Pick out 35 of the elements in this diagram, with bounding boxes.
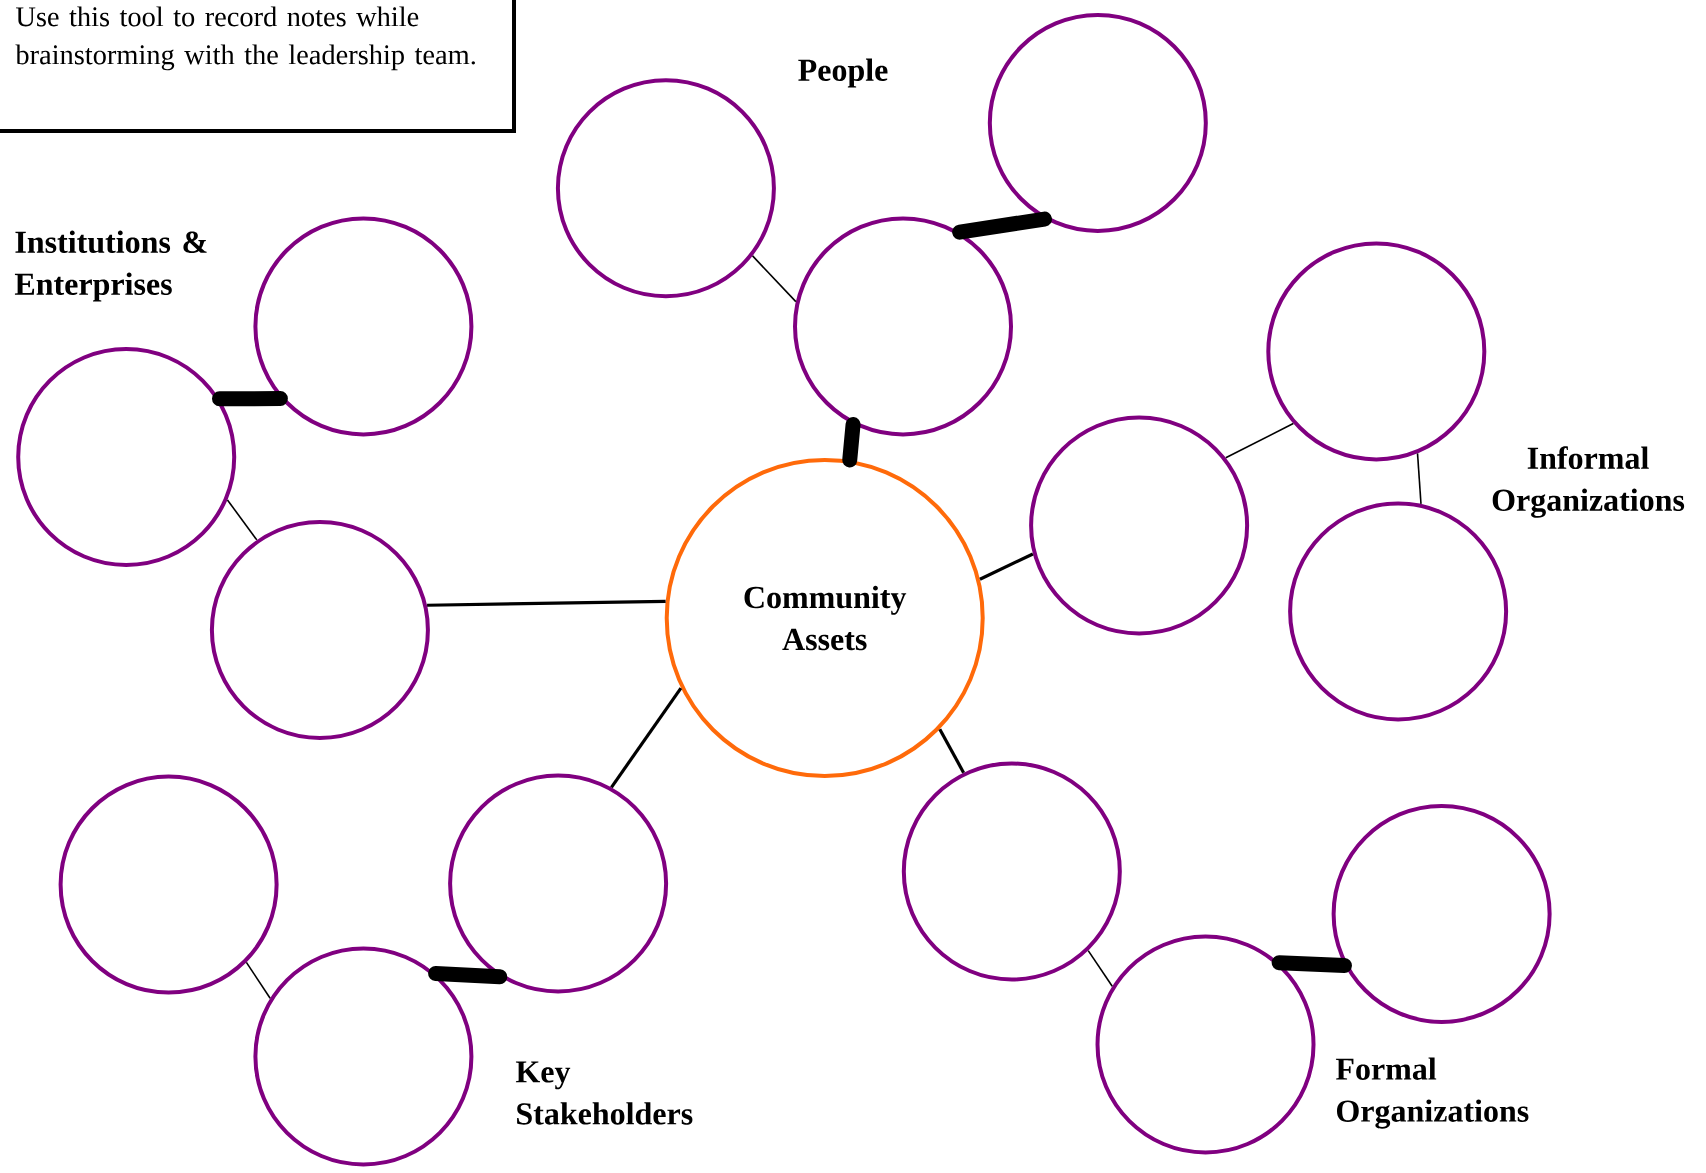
empty-circle xyxy=(448,773,669,994)
connector xyxy=(610,687,683,789)
connector xyxy=(245,961,271,1000)
connector xyxy=(1087,949,1114,987)
connector xyxy=(1416,452,1422,505)
empty-circle xyxy=(1095,934,1316,1155)
empty-circle xyxy=(16,347,237,567)
empty-circle xyxy=(253,946,474,1167)
connector xyxy=(952,211,1052,240)
empty-circle xyxy=(1331,803,1552,1024)
empty-circle xyxy=(209,520,430,740)
empty-circle xyxy=(555,78,776,299)
empty-circle xyxy=(901,761,1122,982)
group-label: Informal Organizations xyxy=(1492,446,1685,518)
empty-circle xyxy=(253,216,474,437)
empty-circle xyxy=(58,774,279,995)
empty-circle xyxy=(987,12,1208,233)
connector xyxy=(842,416,861,468)
group-label: Key Stakeholders xyxy=(515,1061,693,1125)
connector xyxy=(1271,955,1352,974)
connector xyxy=(212,391,288,407)
connector xyxy=(1225,422,1295,459)
connector xyxy=(751,255,797,303)
group-label: People xyxy=(798,58,888,88)
group-label: Formal Organizations xyxy=(1335,1057,1529,1129)
connector xyxy=(938,728,965,774)
note-box: Use this tool to record notes while brainstorming with the leadership team. xyxy=(0,0,516,133)
empty-circle xyxy=(1029,415,1250,636)
empty-circle xyxy=(1266,241,1487,462)
connector xyxy=(226,499,258,541)
connector xyxy=(428,966,508,985)
connector xyxy=(979,552,1034,581)
empty-circle xyxy=(793,216,1013,437)
connector xyxy=(427,599,666,607)
group-label: Institutions & Enterprises xyxy=(14,230,207,302)
